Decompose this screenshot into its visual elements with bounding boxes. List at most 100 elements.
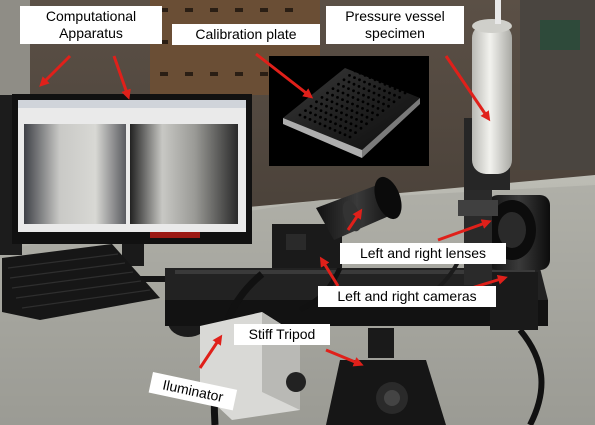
- calibration-dot: [331, 87, 335, 90]
- arrow-to-illuminator: [198, 334, 223, 369]
- calibration-dot: [335, 109, 338, 112]
- calibration-dot: [344, 120, 348, 123]
- label-lenses: Left and right lenses: [340, 243, 506, 264]
- label-calibration-text: Calibration plate: [195, 26, 297, 42]
- calibration-dot: [329, 113, 333, 117]
- calibration-dot: [355, 111, 359, 115]
- calibration-dot: [366, 109, 369, 112]
- calibration-dot: [363, 74, 367, 77]
- calibration-dot: [357, 85, 361, 88]
- calibration-dot: [347, 87, 350, 90]
- calibration-dot: [330, 100, 334, 104]
- calibration-dot: [318, 122, 322, 126]
- calibration-dot: [358, 78, 361, 82]
- calibration-dot: [315, 100, 318, 104]
- label-pressure-line2: specimen: [365, 25, 425, 41]
- calibration-dot: [323, 124, 327, 128]
- label-cameras: Left and right cameras: [318, 286, 496, 307]
- calibration-dot: [346, 93, 350, 97]
- label-tripod-text: Stiff Tripod: [248, 326, 316, 342]
- calibration-dot: [358, 71, 362, 75]
- calibration-dot: [361, 107, 364, 110]
- arrow-to-pressure-vessel: [444, 55, 491, 122]
- calibration-dot: [340, 111, 343, 115]
- calibration-dot: [340, 104, 344, 108]
- calibration-dot: [348, 135, 352, 139]
- calibration-dot: [304, 109, 307, 112]
- arrow-to-left-camera: [319, 256, 340, 287]
- calibration-dot: [353, 76, 356, 79]
- calibration-dot: [324, 111, 328, 115]
- calibration-dot: [398, 89, 402, 93]
- calibration-dot: [403, 91, 407, 95]
- calibration-dot: [372, 98, 375, 101]
- calibration-dot: [351, 96, 355, 99]
- calibration-dot: [326, 91, 329, 95]
- calibration-dot: [368, 76, 372, 79]
- calibration-dot: [341, 98, 344, 101]
- calibration-dot: [313, 120, 317, 123]
- calibration-dot: [351, 102, 354, 106]
- calibration-dot: [308, 118, 312, 121]
- calibration-dot: [368, 82, 371, 86]
- arrow-to-calibration-plate: [255, 52, 314, 99]
- calibration-dot: [373, 78, 377, 82]
- arrow-to-monitor-right: [112, 55, 131, 100]
- calibration-dot: [393, 87, 397, 90]
- calibration-dot: [360, 113, 364, 117]
- calibration-dot: [345, 113, 348, 117]
- calibration-dot: [381, 109, 385, 112]
- calibration-dot: [319, 109, 323, 112]
- calibration-dot: [320, 96, 324, 99]
- calibration-dot: [339, 124, 342, 128]
- calibration-dot: [350, 115, 353, 119]
- calibration-dot: [372, 91, 376, 95]
- calibration-dot: [314, 107, 318, 110]
- calibration-dot: [348, 74, 351, 77]
- calibration-dot: [334, 115, 338, 119]
- calibration-dot: [309, 111, 312, 115]
- calibration-dot: [325, 104, 328, 108]
- calibration-dot: [353, 69, 357, 73]
- calibration-dot: [365, 115, 369, 119]
- calibration-dot: [383, 89, 386, 93]
- calibration-dot: [388, 85, 392, 88]
- calibration-dot: [350, 109, 354, 112]
- calibration-dot: [383, 82, 387, 86]
- calibration-dot: [330, 107, 333, 110]
- calibration-dot: [344, 126, 347, 130]
- calibration-dot: [342, 85, 345, 88]
- calibration-dot: [365, 122, 368, 126]
- label-computational-line1: Computational: [45, 8, 137, 24]
- calibration-dot: [387, 98, 391, 101]
- calibration-dot: [382, 102, 385, 106]
- calibration-dot: [336, 89, 340, 93]
- calibration-dot: [377, 100, 380, 104]
- calibration-dot: [303, 115, 307, 119]
- calibration-dot: [363, 80, 366, 84]
- label-computational-apparatus: Computational Apparatus: [20, 6, 162, 44]
- calibration-dot: [359, 126, 363, 130]
- arrow-to-tripod: [325, 348, 364, 367]
- calibration-dot: [360, 120, 363, 123]
- calibration-dot: [362, 93, 365, 97]
- calibration-dot: [373, 85, 376, 88]
- calibration-dot: [345, 107, 349, 110]
- calibration-dot: [336, 96, 339, 99]
- calibration-dot: [349, 122, 353, 126]
- calibration-dot: [309, 104, 313, 108]
- label-stiff-tripod: Stiff Tripod: [234, 324, 330, 345]
- calibration-dot: [376, 113, 379, 117]
- calibration-dot: [357, 91, 360, 95]
- arrow-to-left-lens: [346, 208, 363, 231]
- calibration-dot: [352, 89, 355, 93]
- calibration-dot: [343, 133, 347, 137]
- calibration-dot: [378, 80, 382, 84]
- calibration-dot: [356, 104, 359, 108]
- label-calibration-plate: Calibration plate: [172, 24, 320, 45]
- calibration-dot: [398, 96, 401, 99]
- calibration-dot: [338, 131, 342, 135]
- calibration-dot: [319, 115, 322, 119]
